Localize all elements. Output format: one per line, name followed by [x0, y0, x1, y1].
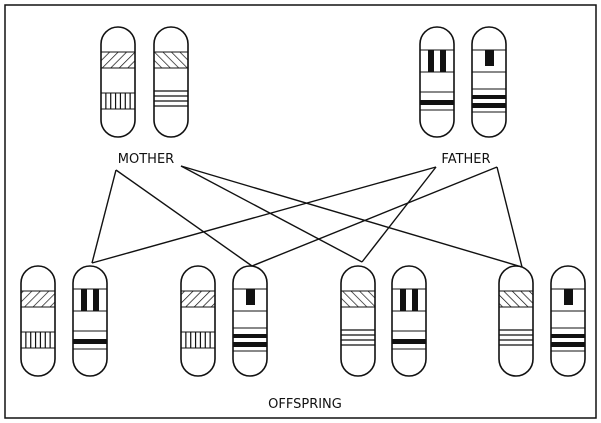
offspring-pair-3	[340, 265, 427, 377]
inheritance-line-5	[91, 166, 437, 264]
offspring-4-paternal	[550, 265, 586, 377]
father-chromosome-2	[471, 26, 507, 138]
offspring-pair-4	[498, 265, 586, 377]
inheritance-lines	[91, 165, 523, 268]
offspring-1-maternal	[20, 265, 56, 377]
inheritance-line-4	[180, 165, 523, 268]
father-label: FATHER	[441, 152, 490, 167]
inheritance-line-1	[91, 169, 117, 264]
offspring-group	[20, 265, 586, 377]
offspring-2-maternal	[180, 265, 216, 377]
offspring-3-maternal	[340, 265, 376, 377]
parents-group	[100, 26, 507, 138]
offspring-2-paternal	[232, 265, 268, 377]
offspring-label: OFFSPRING	[268, 397, 342, 412]
mother-label: MOTHER	[118, 152, 174, 167]
father-chromosome-1	[419, 26, 455, 138]
inheritance-line-8	[496, 166, 523, 268]
inheritance-line-3	[180, 165, 363, 263]
offspring-1-paternal	[72, 265, 108, 377]
inheritance-line-6	[361, 166, 437, 263]
inheritance-line-7	[251, 166, 498, 267]
inheritance-line-2	[115, 169, 253, 267]
offspring-3-paternal	[391, 265, 427, 377]
offspring-pair-2	[180, 265, 268, 377]
mother-chromosome-1	[100, 26, 136, 138]
mother-chromosome-2	[153, 26, 189, 138]
offspring-4-maternal	[498, 265, 534, 377]
offspring-pair-1	[20, 265, 108, 377]
